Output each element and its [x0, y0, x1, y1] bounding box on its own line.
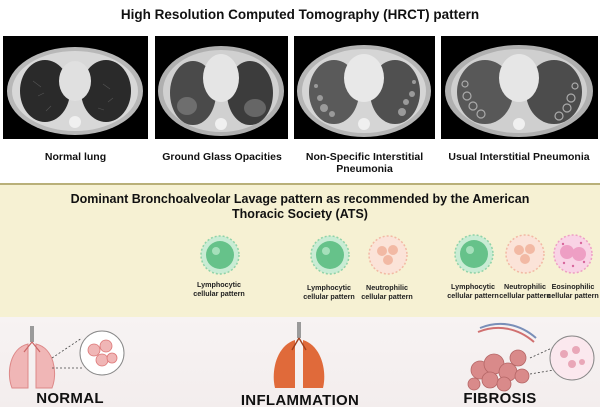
ct-image-uip — [441, 36, 598, 139]
lymphocyte-cell-icon — [198, 233, 242, 277]
normal-lung-icon — [2, 318, 127, 392]
stage-label-inflammation: INFLAMMATION — [240, 392, 360, 409]
eosinophil-cell-icon — [551, 232, 595, 276]
stage-label-normal: NORMAL — [36, 390, 104, 407]
lymphocyte-cell-icon — [308, 233, 352, 277]
bal-cell-label-4: Lymphocytic cellular pattern — [447, 282, 499, 300]
ct-image-ground-glass — [155, 36, 288, 139]
fibrosis-lung-icon — [460, 318, 598, 394]
ct-label-nsip: Non-Specific Interstitial Pneumonia — [305, 151, 424, 175]
bal-cell-label-1: Lymphocytic cellular pattern — [193, 280, 245, 298]
neutrophil-cell-icon — [366, 233, 410, 277]
bal-cell-label-2: Lymphocytic cellular pattern — [303, 283, 355, 301]
lymphocyte-cell-icon — [452, 232, 496, 276]
ct-label-normal-lung: Normal lung — [44, 151, 107, 163]
stage-label-fibrosis: FIBROSIS — [463, 390, 537, 407]
bal-cell-label-6: Eosinophilic cellular pattern — [547, 282, 599, 300]
ct-label-uip: Usual Interstitial Pneumonia — [448, 151, 590, 163]
ct-label-ground-glass: Ground Glass Opacities — [162, 151, 282, 163]
ct-image-nsip — [294, 36, 435, 139]
hrct-title: High Resolution Computed Tomography (HRC… — [120, 7, 480, 22]
bal-title: Dominant Bronchoalveolar Lavage pattern … — [70, 192, 530, 221]
bal-cell-label-3: Neutrophilic cellular pattern — [361, 283, 413, 301]
bal-cell-label-5: Neutrophilic cellular pattern — [499, 282, 551, 300]
inflamed-lung-icon — [266, 320, 332, 390]
neutrophil-cell-icon — [503, 232, 547, 276]
ct-image-normal-lung — [3, 36, 148, 139]
